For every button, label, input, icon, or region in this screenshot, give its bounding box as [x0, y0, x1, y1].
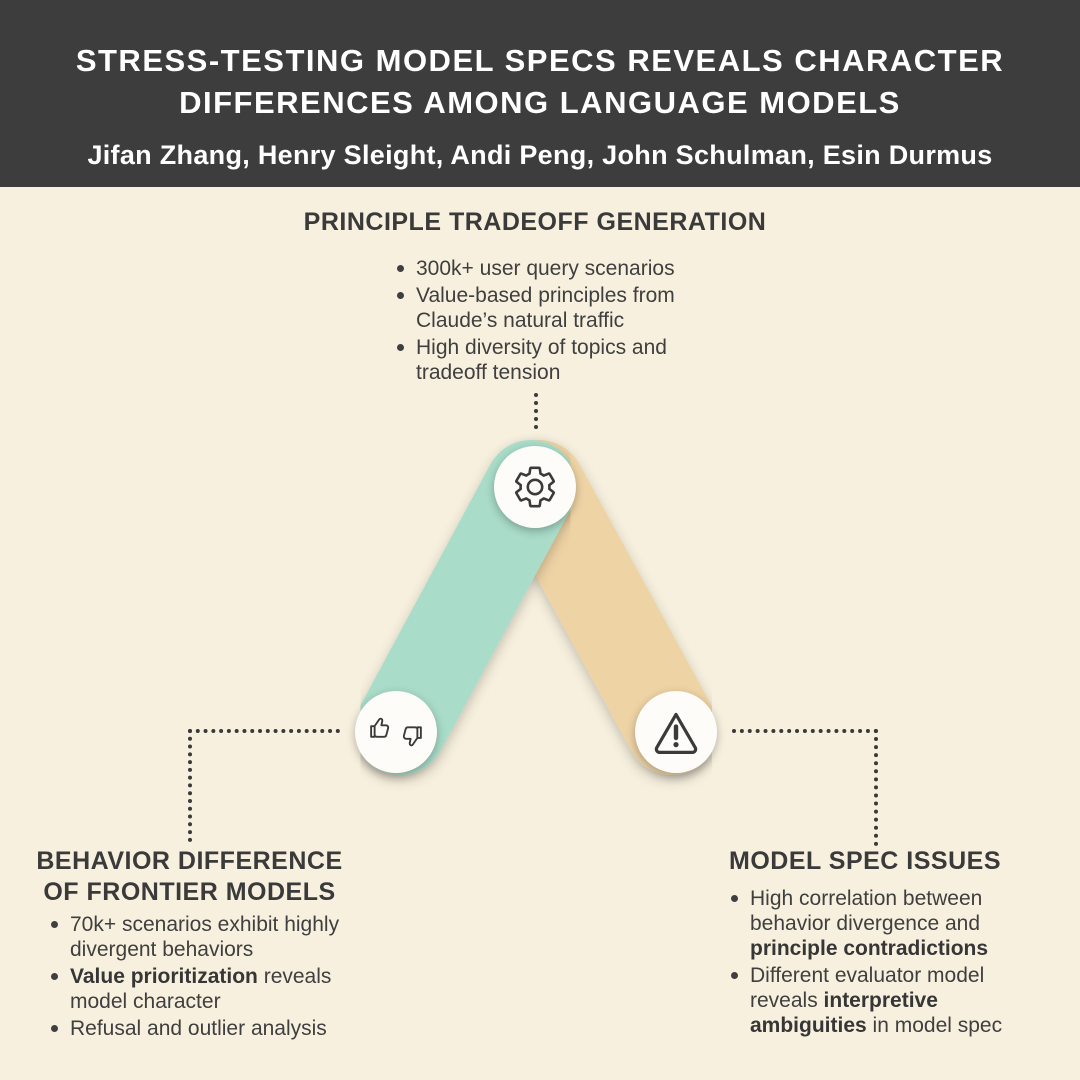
right-dotted-connector-horizontal — [732, 729, 878, 733]
list-item: Value prioritization reveals model chara… — [46, 964, 366, 1014]
left-dotted-connector-vertical — [188, 729, 192, 842]
right-section-heading: MODEL SPEC ISSUES — [729, 847, 1001, 875]
authors-line: Jifan Zhang, Henry Sleight, Andi Peng, J… — [87, 140, 993, 170]
left-section-bullet-list: 70k+ scenarios exhibit highly divergent … — [46, 912, 366, 1043]
left-dotted-connector-horizontal — [188, 729, 340, 733]
bullet-text: 70k+ scenarios exhibit highly divergent … — [70, 913, 340, 961]
bullet-text: High correlation between behavior diverg… — [750, 887, 983, 935]
top-dotted-connector — [534, 393, 538, 429]
bullet-text-bold: interpretive ambiguities — [750, 989, 938, 1037]
thumbs-up-down-icon — [368, 717, 424, 747]
left-section-heading-line-2: OF FRONTIER MODELS — [43, 878, 336, 906]
list-item: Different evaluator model reveals interp… — [726, 963, 1026, 1038]
warning-icon — [654, 712, 698, 755]
thumbs-down-icon — [402, 726, 422, 747]
right-section-bullet-list: High correlation between behavior diverg… — [726, 886, 1026, 1040]
left-section-heading: BEHAVIOR DIFFERENCE OF FRONTIER MODELS — [22, 846, 357, 908]
header-banner: STRESS-TESTING MODEL SPECS REVEALS CHARA… — [0, 0, 1080, 187]
page-title-line-1: STRESS-TESTING MODEL SPECS REVEALS CHARA… — [75, 43, 1005, 78]
top-section-bullet-list: 300k+ user query scenarios Value-based p… — [392, 256, 702, 387]
page-title-line-2: DIFFERENCES AMONG LANGUAGE MODELS — [179, 85, 901, 120]
list-item: 300k+ user query scenarios — [392, 256, 702, 281]
list-item: High diversity of topics and tradeoff te… — [392, 335, 702, 385]
thumbs-up-icon — [370, 717, 390, 738]
bullet-text-bold: principle contradictions — [750, 937, 989, 960]
list-item: Value-based principles from Claude’s nat… — [392, 283, 702, 333]
bullet-text: in model spec — [866, 1014, 1003, 1037]
left-vertex-circle — [355, 691, 437, 773]
bullet-text: Refusal and outlier analysis — [70, 1017, 327, 1040]
bullet-text: reveals model character — [70, 965, 332, 1013]
list-item: 70k+ scenarios exhibit highly divergent … — [46, 912, 366, 962]
gear-icon — [515, 466, 555, 508]
list-item: Refusal and outlier analysis — [46, 1016, 366, 1041]
top-vertex-circle — [494, 446, 576, 528]
left-section-heading-line-1: BEHAVIOR DIFFERENCE — [36, 847, 343, 875]
bullet-text-bold: Value prioritization — [70, 965, 258, 988]
list-item: High correlation between behavior diverg… — [726, 886, 1026, 961]
top-section-heading: PRINCIPLE TRADEOFF GENERATION — [303, 208, 767, 236]
bullet-text: Different evaluator model reveals — [750, 964, 985, 1012]
right-vertex-circle — [635, 691, 717, 773]
right-dotted-connector-vertical — [874, 729, 878, 846]
